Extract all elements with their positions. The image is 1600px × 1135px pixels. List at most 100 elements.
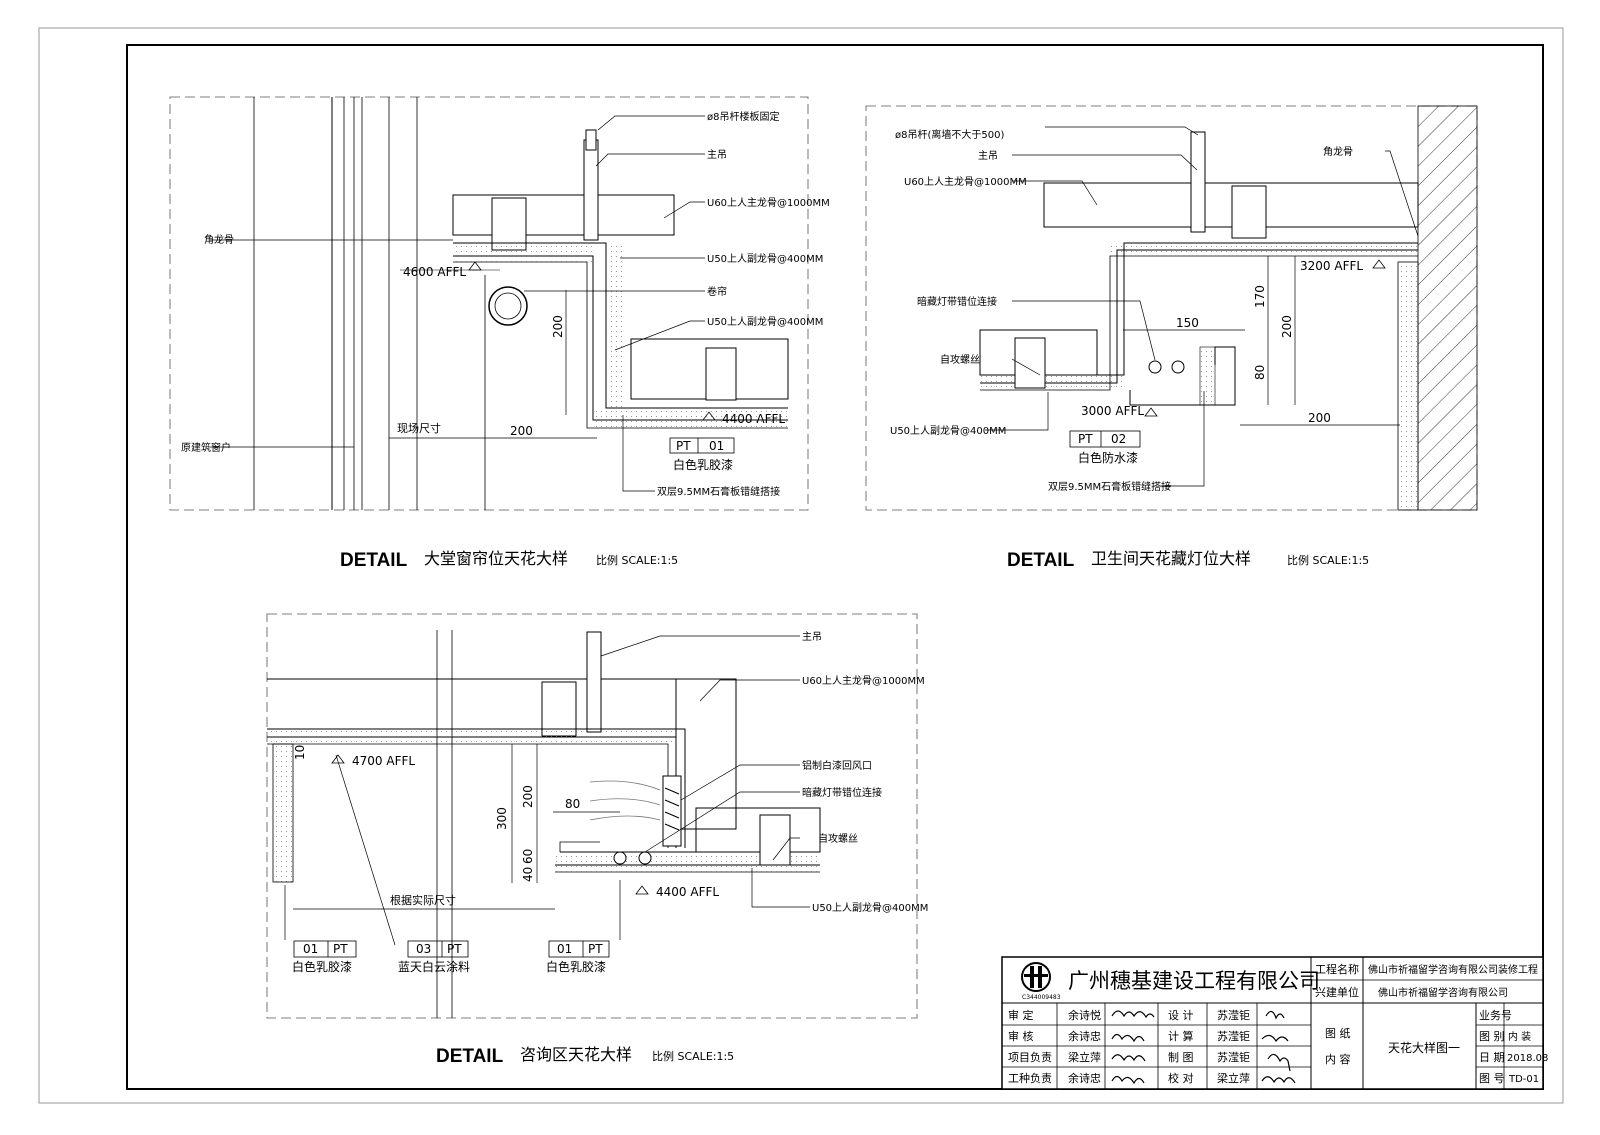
svg-text:余诗忠: 余诗忠 [1068,1071,1101,1085]
svg-text:角龙骨: 角龙骨 [1323,145,1353,158]
svg-text:U50上人副龙骨@400MM: U50上人副龙骨@400MM [707,315,823,328]
svg-text:白色乳胶漆: 白色乳胶漆 [673,457,733,472]
svg-text:U60上人主龙骨@1000MM: U60上人主龙骨@1000MM [904,175,1027,188]
detail3-title: DETAIL 咨询区天花大样 比例 SCALE:1:5 [436,1045,734,1067]
svg-text:图 号: 图 号 [1479,1072,1505,1085]
svg-text:ø8吊杆楼板固定: ø8吊杆楼板固定 [707,110,779,123]
svg-text:天花大样图一: 天花大样图一 [1388,1040,1460,1055]
svg-text:白色乳胶漆: 白色乳胶漆 [546,959,606,974]
svg-text:U50上人副龙骨@400MM: U50上人副龙骨@400MM [812,901,928,914]
svg-text:200: 200 [551,315,565,338]
svg-text:铝制白漆回风口: 铝制白漆回风口 [802,759,872,772]
svg-text:广州穗基建设工程有限公司: 广州穗基建设工程有限公司 [1068,969,1320,993]
title-block [1001,956,1544,1090]
svg-text:审 核: 审 核 [1008,1029,1034,1043]
outer-border [38,27,1564,1104]
svg-text:兴建单位: 兴建单位 [1315,985,1359,999]
svg-text:80: 80 [565,797,580,811]
svg-text:暗藏灯带错位连接: 暗藏灯带错位连接 [917,295,997,308]
svg-text:卫生间天花藏灯位大样: 卫生间天花藏灯位大样 [1091,549,1251,568]
svg-text:02: 02 [1111,432,1126,446]
svg-text:审 定: 审 定 [1008,1008,1034,1022]
svg-text:主吊: 主吊 [978,150,998,162]
detail2-title: DETAIL 卫生间天花藏灯位大样 比例 SCALE:1:5 [1007,549,1369,571]
svg-text:比例 SCALE:1:5: 比例 SCALE:1:5 [596,553,678,567]
svg-text:余诗忠: 余诗忠 [1068,1029,1101,1043]
svg-text:3000 AFFL: 3000 AFFL [1081,404,1144,418]
svg-text:暗藏灯带错位连接: 暗藏灯带错位连接 [802,786,882,799]
detail1-title: DETAIL 大堂窗帘位天花大样 比例 SCALE:1:5 [340,549,678,571]
svg-text:170: 170 [1253,285,1267,308]
svg-text:余诗悦: 余诗悦 [1068,1008,1101,1022]
svg-text:蓝天白云涂料: 蓝天白云涂料 [398,959,470,974]
svg-text:图 别: 图 别 [1479,1030,1505,1043]
svg-text:内 装: 内 装 [1508,1030,1531,1043]
svg-text:白色乳胶漆: 白色乳胶漆 [292,959,352,974]
svg-text:双层9.5MM石膏板错缝搭接: 双层9.5MM石膏板错缝搭接 [1048,480,1171,493]
svg-text:苏滢钜: 苏滢钜 [1217,1009,1250,1022]
svg-text:工种负责: 工种负责 [1008,1071,1052,1085]
svg-text:2018.08: 2018.08 [1507,1053,1548,1064]
company-logo [1021,962,1051,992]
svg-text:比例 SCALE:1:5: 比例 SCALE:1:5 [1287,553,1369,567]
svg-text:业务号: 业务号 [1479,1009,1512,1022]
svg-text:60: 60 [521,849,535,864]
svg-text:比例 SCALE:1:5: 比例 SCALE:1:5 [652,1049,734,1063]
svg-text:PT: PT [333,942,348,956]
svg-text:PT: PT [447,942,462,956]
svg-text:计 算: 计 算 [1168,1029,1194,1043]
svg-text:PT: PT [588,942,603,956]
svg-text:主吊: 主吊 [707,149,727,161]
svg-text:ø8吊杆(离墙不大于500): ø8吊杆(离墙不大于500) [895,128,1004,141]
svg-text:300: 300 [495,807,509,830]
svg-text:校 对: 校 对 [1168,1071,1194,1085]
svg-text:制 图: 制 图 [1168,1051,1194,1064]
svg-text:U60上人主龙骨@1000MM: U60上人主龙骨@1000MM [802,674,925,687]
svg-text:工程名称: 工程名称 [1315,962,1359,976]
svg-text:DETAIL: DETAIL [340,550,408,571]
detail1-drawing [169,96,809,511]
svg-text:白色防水漆: 白色防水漆 [1078,450,1138,465]
svg-text:TD-01: TD-01 [1508,1074,1539,1085]
detail1-texts: ø8吊杆楼板固定 主吊 U60上人主龙骨@1000MM U50上人副龙骨@400… [181,110,830,498]
svg-text:01: 01 [557,942,572,956]
svg-text:卷帘: 卷帘 [707,285,727,298]
svg-text:内 容: 内 容 [1325,1052,1351,1066]
svg-text:01: 01 [303,942,318,956]
svg-text:4400 AFFL: 4400 AFFL [722,412,785,426]
svg-text:C344009483: C344009483 [1022,994,1061,1001]
svg-text:03: 03 [416,942,431,956]
svg-text:角龙骨: 角龙骨 [204,233,234,246]
title-block-texts: 广州穗基建设工程有限公司 C344009483 工程名称 佛山市祈福留学咨询有限… [1008,962,1548,1085]
svg-text:150: 150 [1176,316,1199,330]
svg-text:01: 01 [709,439,724,453]
svg-text:根据实际尺寸: 根据实际尺寸 [390,893,456,907]
svg-text:U50上人副龙骨@400MM: U50上人副龙骨@400MM [707,252,823,265]
svg-text:PT: PT [676,439,691,453]
svg-text:咨询区天花大样: 咨询区天花大样 [520,1045,632,1064]
signatures [1111,1010,1296,1085]
svg-text:梁立萍: 梁立萍 [1217,1071,1250,1085]
svg-text:双层9.5MM石膏板错缝搭接: 双层9.5MM石膏板错缝搭接 [657,485,780,498]
detail3-drawing [266,613,918,1019]
svg-text:佛山市祈福留学咨询有限公司装修工程: 佛山市祈福留学咨询有限公司装修工程 [1368,963,1538,976]
inner-border [126,44,1544,1090]
detail3-texts: 主吊 U60上人主龙骨@1000MM 铝制白漆回风口 暗藏灯带错位连接 自攻螺丝… [292,631,928,974]
svg-text:设 计: 设 计 [1168,1009,1194,1022]
svg-text:图 纸: 图 纸 [1325,1027,1351,1040]
svg-text:4700 AFFL: 4700 AFFL [352,754,415,768]
svg-text:主吊: 主吊 [802,631,822,643]
svg-text:3200 AFFL: 3200 AFFL [1300,259,1363,273]
svg-text:日 期: 日 期 [1479,1051,1505,1064]
svg-text:40: 40 [521,867,535,882]
detail2-drawing [865,105,1478,511]
svg-text:DETAIL: DETAIL [436,1046,504,1067]
svg-text:200: 200 [1308,411,1331,425]
svg-text:4400 AFFL: 4400 AFFL [656,885,719,899]
svg-text:自攻螺丝: 自攻螺丝 [940,353,980,366]
svg-text:U60上人主龙骨@1000MM: U60上人主龙骨@1000MM [707,196,830,209]
svg-text:U50上人副龙骨@400MM: U50上人副龙骨@400MM [890,424,1006,437]
svg-text:80: 80 [1253,365,1267,380]
svg-text:10: 10 [293,745,307,760]
